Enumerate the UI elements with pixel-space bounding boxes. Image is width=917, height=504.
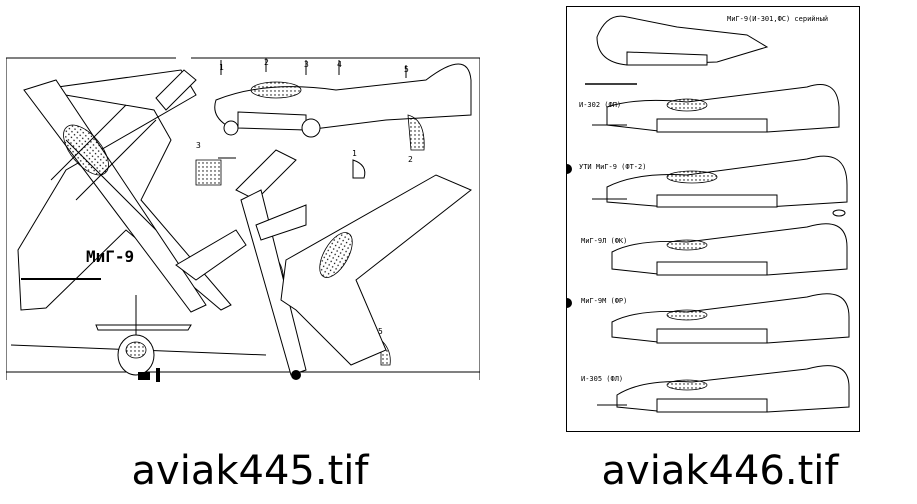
thumbnail-aviak446[interactable]: МиГ-9(И-301,ФС) серийный И-302 (ФП) УТИ … xyxy=(566,6,860,432)
variant-profile-6 xyxy=(597,365,850,413)
svg-text:5: 5 xyxy=(378,327,383,336)
variant-profile-2 xyxy=(592,84,840,133)
callout-4-top: 4 xyxy=(337,60,342,69)
variant-profile-5 xyxy=(611,293,850,344)
detail-section-1: 1 xyxy=(352,149,366,179)
side-view xyxy=(214,58,472,138)
thumbnail-caption-aviak445[interactable]: aviak445.tif xyxy=(131,448,369,494)
thumbnail-aviak445[interactable]: 1 2 3 4 5 3 2 1 4 5 xyxy=(6,50,480,388)
plan-view-2 xyxy=(235,149,472,380)
variant-profile-3 xyxy=(592,155,848,208)
callout-5-top: 5 xyxy=(404,65,409,74)
mig9-three-view-drawing: 1 2 3 4 5 3 2 1 4 5 xyxy=(6,57,480,382)
aircraft-label: МиГ-9 xyxy=(86,247,134,266)
detail-section-3: 3 xyxy=(195,141,236,186)
variant-label-2: И-302 (ФП) xyxy=(579,101,621,109)
variant-label-3: УТИ МиГ-9 (ФТ-2) xyxy=(579,163,646,171)
callout-3-top: 3 xyxy=(304,60,309,69)
variant-label-6: И-305 (ФЛ) xyxy=(581,375,623,383)
variant-label-1: МиГ-9(И-301,ФС) серийный xyxy=(727,15,828,23)
plan-view-1 xyxy=(17,69,247,313)
callout-1-top: 1 xyxy=(219,63,224,72)
svg-text:2: 2 xyxy=(408,155,413,164)
variant-profile-4 xyxy=(611,209,848,276)
svg-text:1: 1 xyxy=(352,149,357,158)
svg-text:3: 3 xyxy=(196,141,201,150)
callout-2-top: 2 xyxy=(264,58,269,67)
front-view xyxy=(10,295,267,382)
mig9-variants-drawing: МиГ-9(И-301,ФС) серийный И-302 (ФП) УТИ … xyxy=(567,15,850,413)
thumbnail-caption-aviak446[interactable]: aviak446.tif xyxy=(601,448,839,494)
detail-section-2: 2 xyxy=(407,114,425,164)
variant-label-4: МиГ-9Л (ФК) xyxy=(581,237,627,245)
variant-label-5: МиГ-9М (ФР) xyxy=(581,297,627,305)
variant-profile-1 xyxy=(596,15,769,66)
